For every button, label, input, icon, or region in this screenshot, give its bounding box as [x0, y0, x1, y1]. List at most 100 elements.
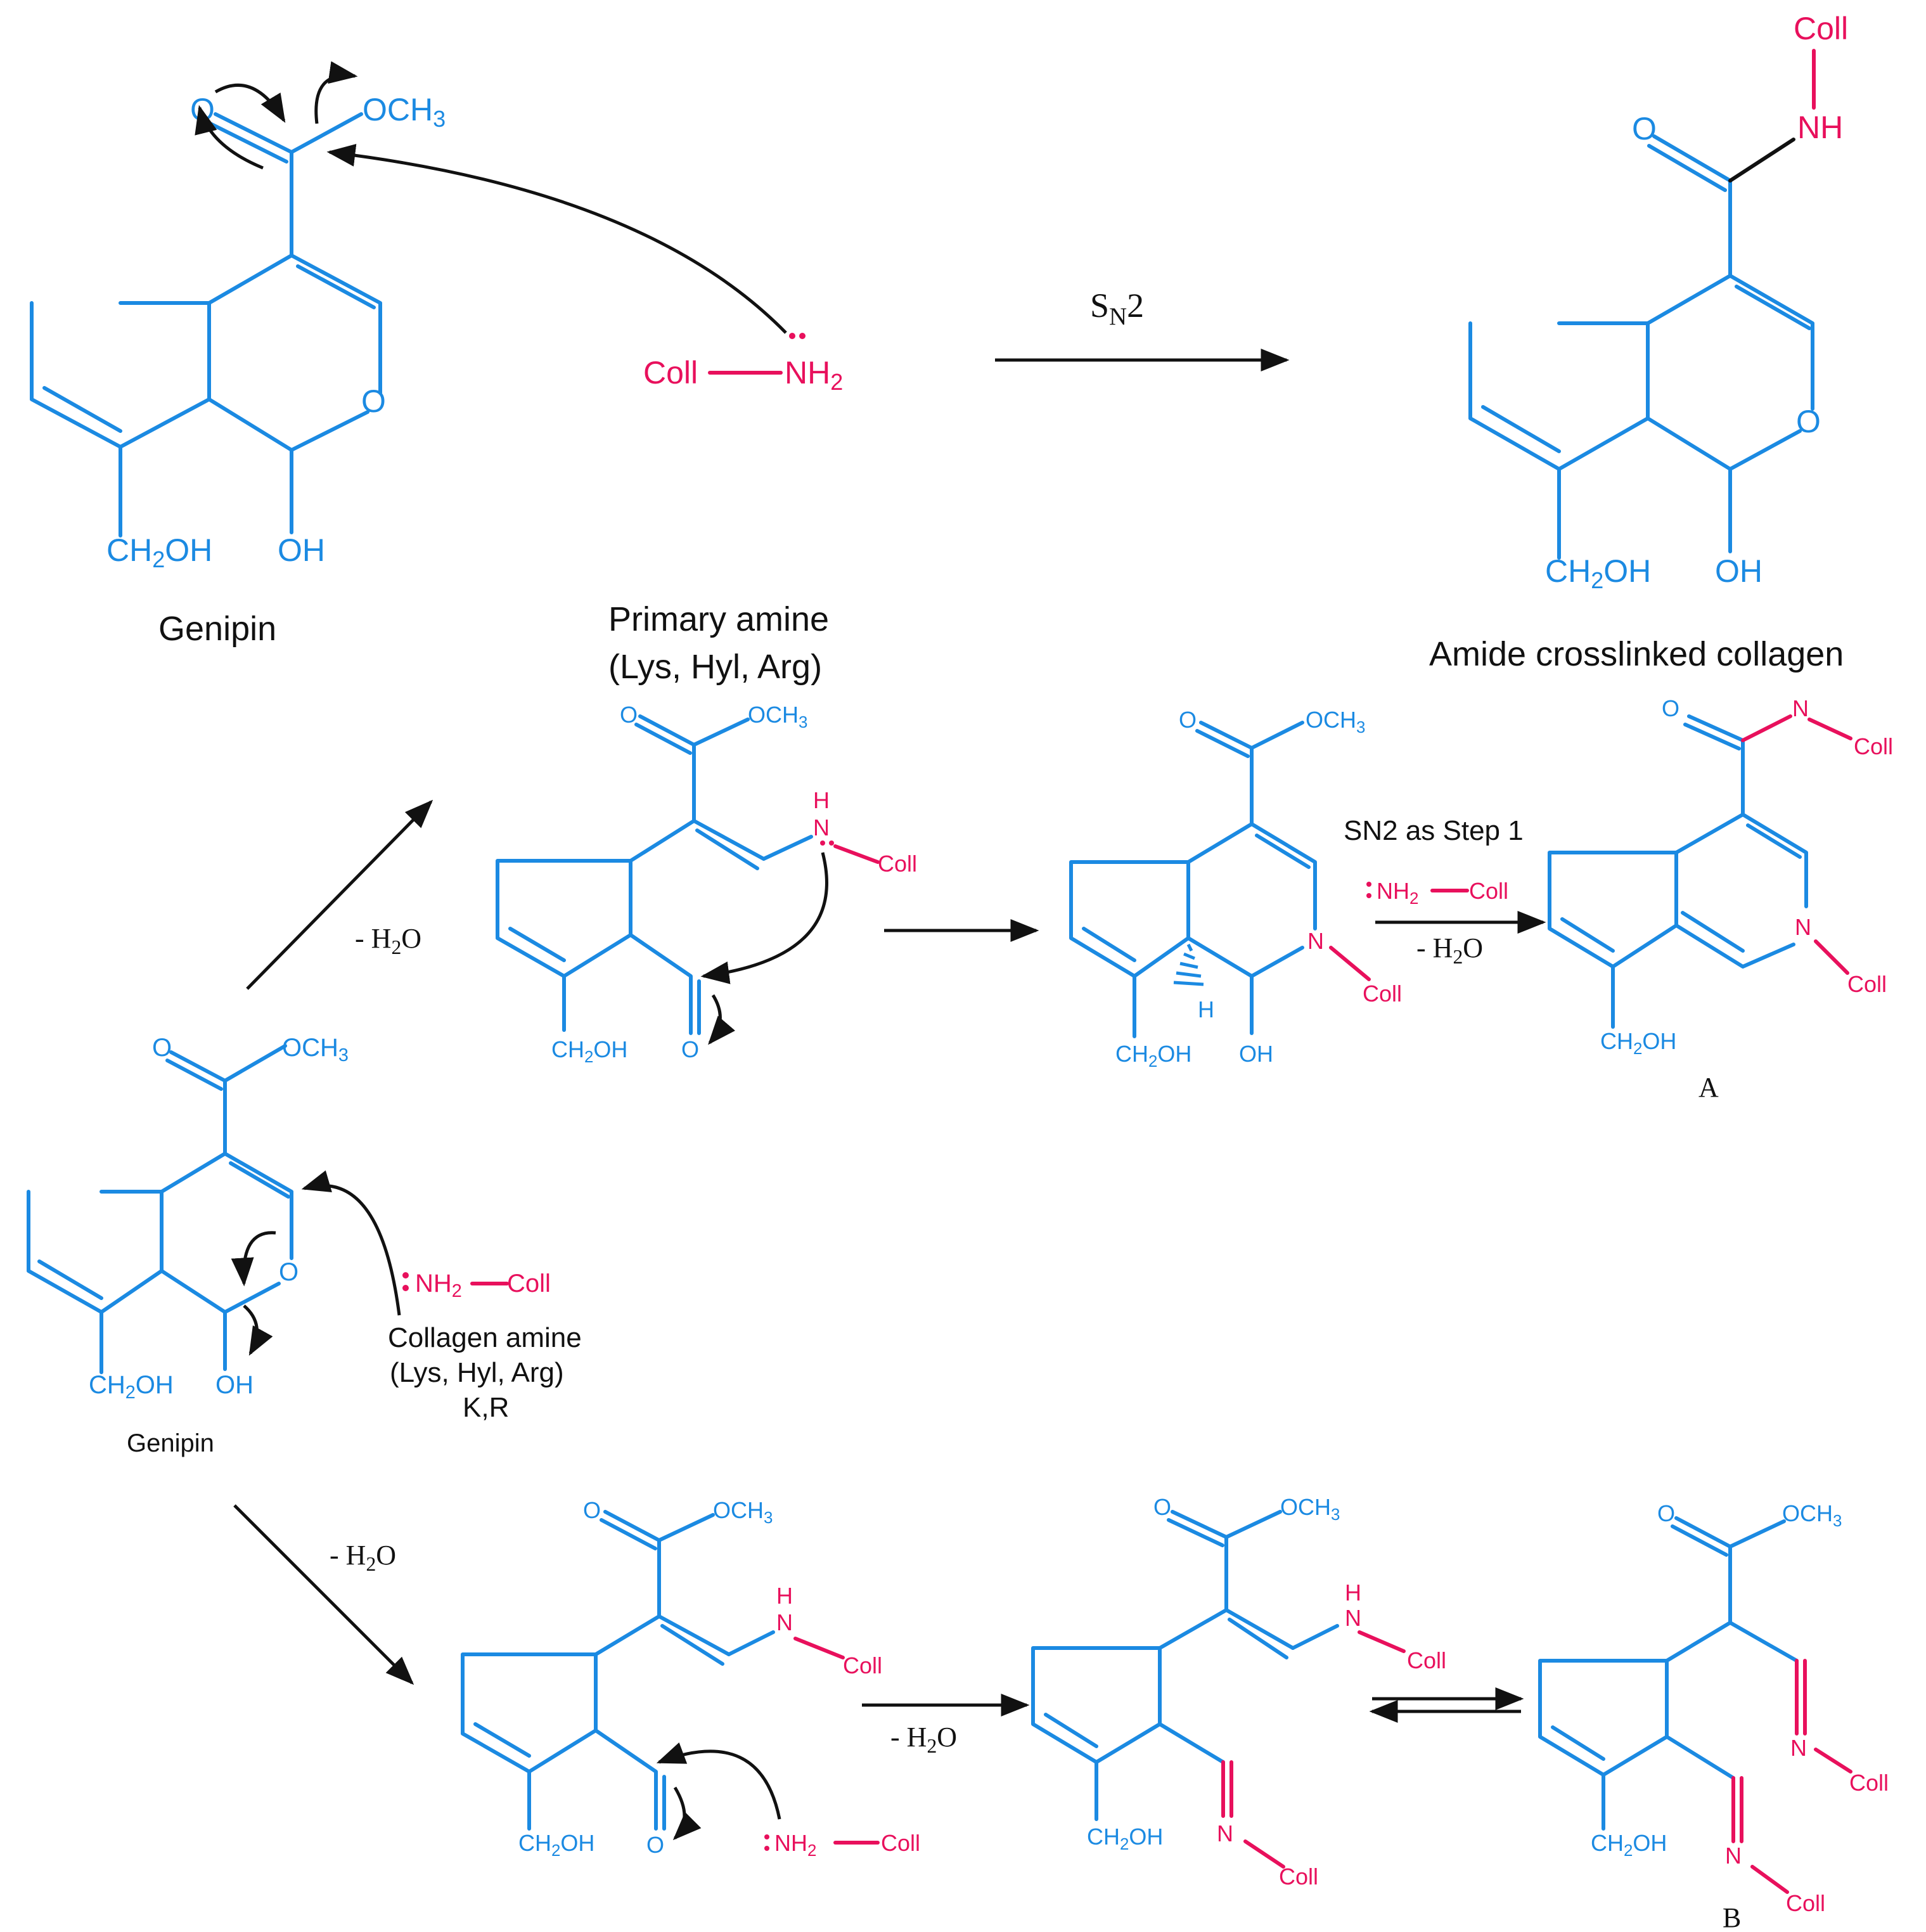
- product-a-label: A: [1698, 1072, 1719, 1103]
- int2-o: O: [1179, 707, 1197, 733]
- int2-n: N: [1307, 928, 1324, 954]
- lone-pair-dot: [402, 1272, 409, 1278]
- amide-coll: Coll: [1794, 11, 1848, 46]
- int4-imine-bond: [1221, 1760, 1233, 1818]
- int2-ch2oh: CH2OH: [1115, 1041, 1191, 1071]
- upper-pathway-minus-water: - H2O: [355, 923, 421, 958]
- bot1-n-coll-bond: [793, 1637, 845, 1659]
- int1-ch2oh: CH2OH: [551, 1036, 627, 1066]
- middle-intermediate-1: [496, 714, 813, 1035]
- bot1-o: O: [583, 1497, 601, 1523]
- int1-coll: Coll: [878, 851, 917, 877]
- int4-coll: Coll: [1407, 1647, 1446, 1673]
- genipin-top-oh: OH: [278, 532, 325, 568]
- int1-ome: OCH3: [748, 702, 807, 731]
- product-b-n-2: N: [1725, 1843, 1742, 1869]
- bot1-ome: OCH3: [713, 1497, 773, 1527]
- int2-oh: OH: [1239, 1041, 1273, 1067]
- middle-minus-water: - H2O: [1416, 932, 1483, 968]
- product-b-structure: [1538, 1516, 1799, 1831]
- collagen-caption-2: (Lys, Hyl, Arg): [390, 1357, 564, 1388]
- product-a-o: O: [1662, 695, 1679, 721]
- lone-pair-dot: [764, 1834, 769, 1839]
- sn2-step-note: SN2 as Step 1: [1344, 815, 1524, 846]
- product-b-imine-2-coll: [1750, 1865, 1789, 1894]
- curved-arrow-1: [214, 83, 286, 123]
- int4-ch2oh: CH2OH: [1087, 1824, 1163, 1853]
- product-b-label: B: [1723, 1902, 1741, 1932]
- int1-curved-arrow-1: [700, 852, 828, 984]
- amide-caption: Amide crosslinked collagen: [1429, 635, 1844, 673]
- lone-pair-dot: [402, 1285, 409, 1291]
- amine-caption-2: (Lys, Hyl, Arg): [608, 648, 822, 686]
- genipin-top-carbonyl-o: O: [190, 92, 215, 127]
- collagen-caption-3: K,R: [463, 1392, 509, 1423]
- step-nh2: NH2: [1377, 878, 1418, 908]
- amine-caption-1: Primary amine: [608, 600, 829, 638]
- amine-attack-arrow: [326, 143, 787, 334]
- bot1-coll: Coll: [843, 1652, 882, 1678]
- product-a-coll-top: Coll: [1854, 733, 1893, 759]
- lone-pair-dot: [799, 333, 806, 339]
- genipin-left-oh: OH: [215, 1371, 254, 1399]
- upper-pathway-arrow: [246, 799, 433, 990]
- product-a-structure: [1548, 714, 1808, 1029]
- int2-ome: OCH3: [1306, 707, 1365, 737]
- int4-n: N: [1345, 1605, 1361, 1631]
- int4-ome: OCH3: [1280, 1494, 1340, 1524]
- int2-h: H: [1198, 996, 1214, 1022]
- int1-curved-arrow-2: [708, 994, 736, 1045]
- bot1-ch2oh: CH2OH: [518, 1830, 594, 1860]
- product-b-ome: OCH3: [1782, 1500, 1842, 1530]
- amide-product-structure: [1468, 134, 1814, 560]
- curved-arrow-left-1: [301, 1170, 401, 1316]
- amide-c-n-bond: [1728, 138, 1795, 183]
- int4-imine-n: N: [1217, 1820, 1233, 1846]
- genipin-top-ch2oh: CH2OH: [106, 532, 212, 572]
- lone-pair-dot: [764, 1846, 769, 1851]
- product-b-coll-1: Coll: [1849, 1770, 1889, 1796]
- product-b-imine-1-coll: [1814, 1748, 1852, 1774]
- amine-nh2: NH2: [785, 355, 843, 395]
- int1-o: O: [620, 702, 638, 728]
- bot1-amine-nh2: NH2: [774, 1830, 816, 1860]
- genipin-left-o: O: [152, 1034, 172, 1062]
- genipin-left-ch2oh: CH2OH: [89, 1371, 174, 1403]
- product-a-c-n-bond: [1741, 714, 1792, 742]
- int4-o: O: [1153, 1494, 1171, 1520]
- step-coll: Coll: [1469, 878, 1508, 904]
- int1-aldehyde-o: O: [681, 1036, 699, 1062]
- sn2-label: SN2: [1090, 287, 1144, 330]
- product-b-n-1: N: [1790, 1735, 1807, 1761]
- genipin-caption-top: Genipin: [158, 610, 276, 648]
- int1-n: N: [813, 815, 830, 840]
- lone-pair-dot: [829, 840, 834, 846]
- amide-ch2oh: CH2OH: [1545, 553, 1651, 593]
- genipin-top-ome: OCH3: [363, 92, 446, 132]
- int2-coll: Coll: [1363, 981, 1402, 1007]
- curved-arrow-left-3: [243, 1304, 273, 1356]
- bot1-curved-arrow-2: [672, 1786, 702, 1841]
- lone-pair-dot: [789, 333, 795, 339]
- bottom-minus-water: - H2O: [890, 1722, 957, 1757]
- curved-arrow-left-2: [231, 1231, 276, 1287]
- left-amine-nh2: NH2: [415, 1270, 462, 1301]
- product-b-imine-1: [1795, 1659, 1807, 1736]
- lower-pathway-arrow: [233, 1504, 414, 1685]
- amide-o: O: [1632, 111, 1657, 146]
- bot1-curved-arrow-1: [656, 1742, 781, 1820]
- bot1-h: H: [776, 1583, 793, 1609]
- product-a-ch2oh: CH2OH: [1600, 1028, 1676, 1058]
- curved-arrow-3: [195, 105, 264, 170]
- left-amine-coll: Coll: [507, 1270, 551, 1298]
- product-b-coll-2: Coll: [1786, 1890, 1825, 1916]
- amide-nh: NH: [1797, 110, 1843, 145]
- amide-oh: OH: [1715, 553, 1762, 589]
- genipin-caption-left: Genipin: [127, 1429, 214, 1457]
- product-a-n-ring: N: [1795, 914, 1811, 940]
- int1-h: H: [813, 787, 830, 813]
- product-b-imine-2: [1731, 1776, 1743, 1843]
- int4-imine-coll: [1243, 1839, 1285, 1869]
- int4-n-coll-bond: [1358, 1630, 1406, 1653]
